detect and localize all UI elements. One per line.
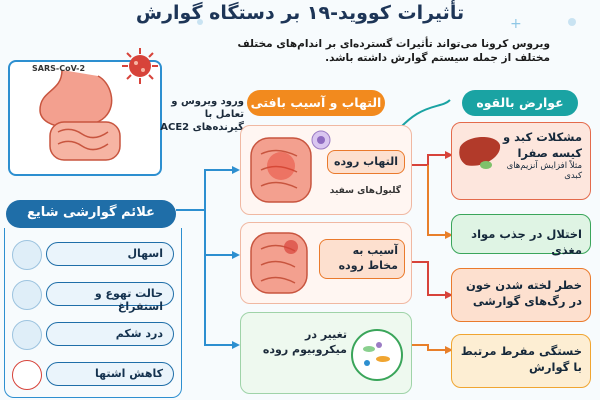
symptom-label: درد شکم [46,322,174,346]
effect-label: مشکلات کبد و کیسه صفرا [503,130,582,160]
svg-text:+: + [510,16,522,32]
virus-label: SARS-CoV-2 [32,64,86,73]
microbiome-panel: تغییر در میکروبیوم روده [240,312,412,394]
symptom-item: درد شکم [8,318,176,350]
symptoms-panel [4,228,182,398]
digestive-system-illustration [39,69,121,161]
symptoms-header: علائم گوارشی شایع [6,200,176,228]
virus-icon [122,48,158,84]
effects-header: عوارض بالقوه [462,90,578,116]
symptom-label: کاهش اشتها [46,362,174,386]
effect-nutrient: اختلال در جذب مواد مغذی [451,214,591,257]
page-title: تأثیرات کووید-۱۹ بر دستگاه گوارش [135,2,465,24]
digestive-system-panel: SARS-CoV-2 [8,60,162,176]
symptom-label: اسهال [46,242,174,266]
symptom-item: اسهال [8,238,176,270]
inflamed-intestine-illustration [250,137,312,203]
no-food-icon [12,360,42,390]
entry-text: ورود ویروس و تعامل با گیرنده‌های ACE2 [160,96,244,133]
stomach-pain-icon [12,320,42,350]
middle-header: التهاب و آسیب بافتی [247,90,385,116]
effect-note: مثلاً افزایش آنزیم‌های کبدی [506,161,582,181]
white-blood-cell-icon [311,130,331,150]
inflammation-panel: التهاب روده گلبول‌های سفید [240,125,412,215]
mucosa-panel: آسیب به مخاط روده [240,222,412,304]
effect-fatigue: خستگی مفرط مرتبط با گوارش [451,334,591,388]
symptom-label: حالت تهوع و استفراغ [46,282,174,313]
microbiome-label: تغییر در میکروبیوم روده [262,328,347,356]
inflammation-label: التهاب روده [327,150,405,174]
toilet-icon [12,240,42,270]
mucosa-damage-label: آسیب به مخاط روده [319,239,405,279]
symptom-item: کاهش اشتها [8,358,176,390]
intro-text: ویروس کرونا می‌تواند تأثیرات گسترده‌ای ب… [237,38,551,64]
nausea-icon [12,280,42,310]
microbiome-icon [351,329,403,381]
effect-clot: خطر لخته شدن خون در رگ‌های گوارشی [451,268,591,322]
symptom-item: حالت تهوع و استفراغ [8,278,176,313]
damaged-intestine-illustration [250,232,308,294]
liver-icon [459,136,501,169]
wbc-label: گلبول‌های سفید [329,186,401,196]
effect-liver: مشکلات کبد و کیسه صفرا مثلاً افزایش آنزی… [451,122,591,200]
